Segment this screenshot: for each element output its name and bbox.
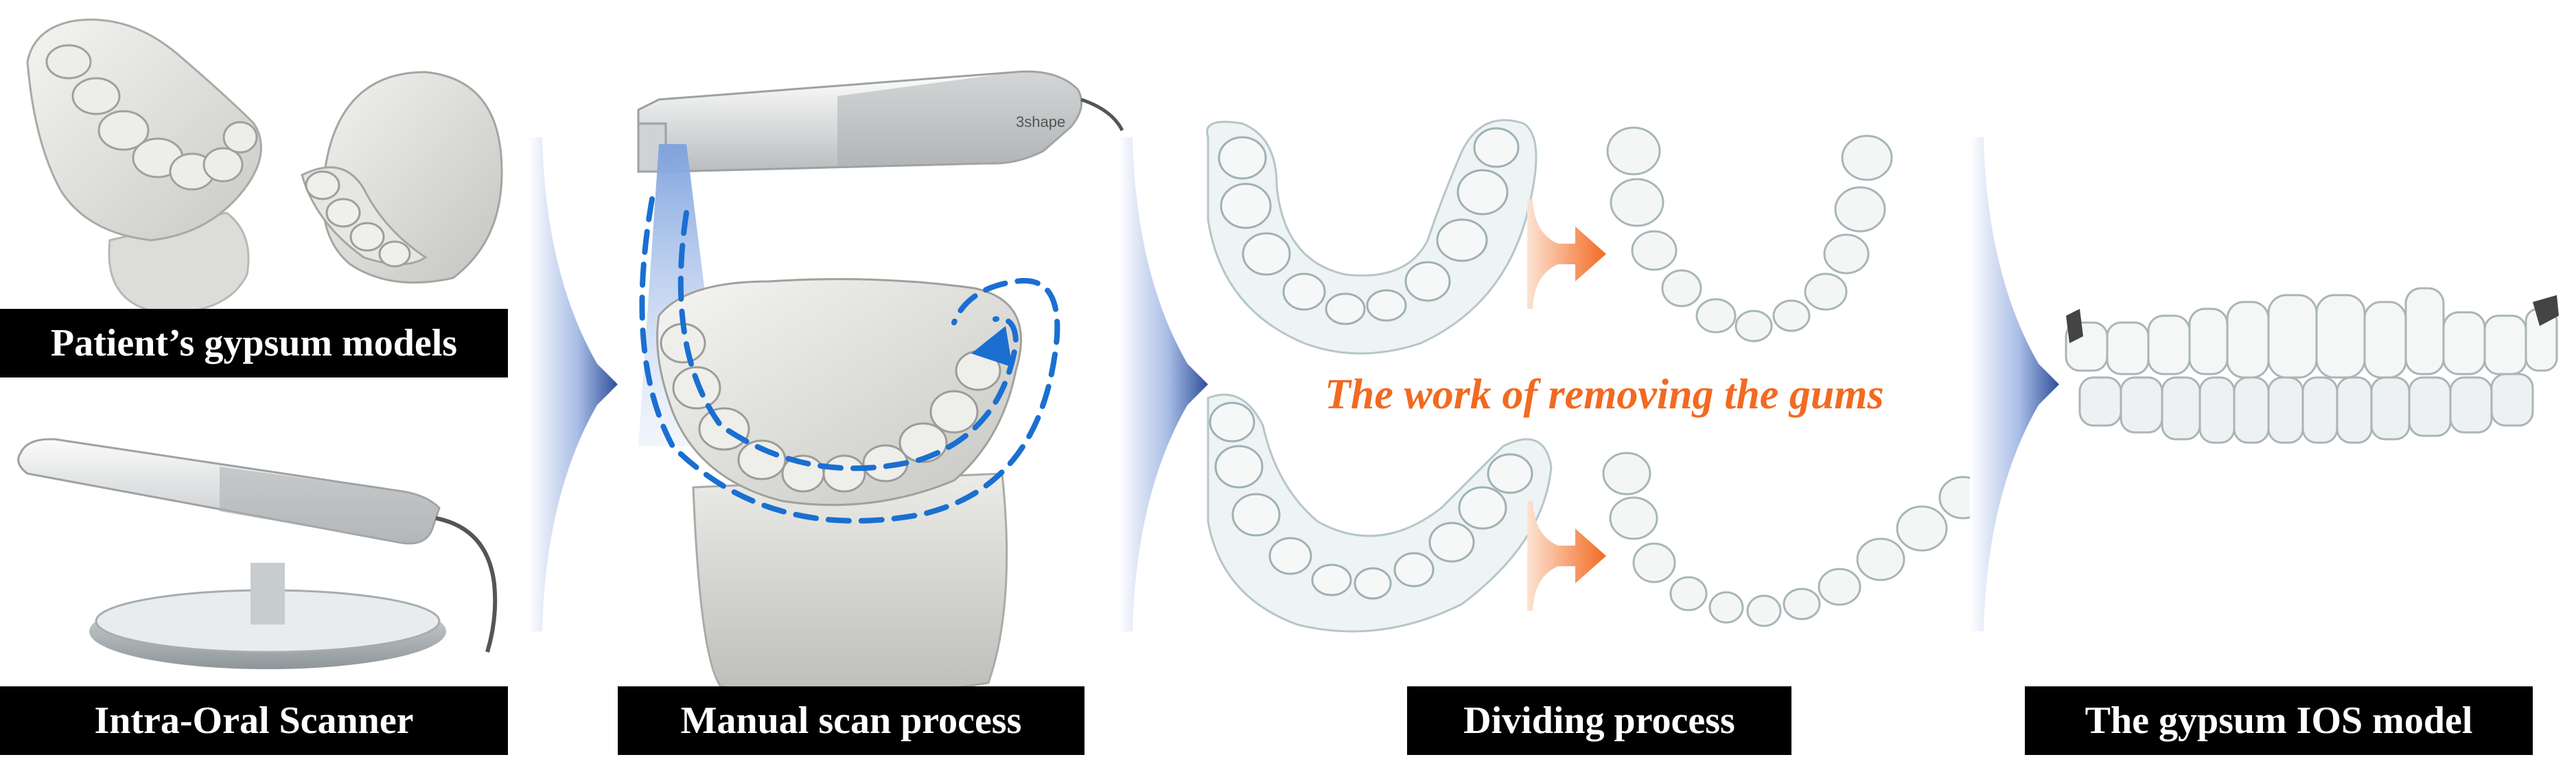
- flow-arrow-icon: [529, 137, 618, 631]
- lower-arch-with-gums-image: [1207, 393, 1553, 633]
- flow-arrow-icon: [1119, 137, 1208, 631]
- gypsum-models-label: Patient’s gypsum models: [0, 309, 508, 377]
- removing-gums-annotation: The work of removing the gums: [1325, 371, 1884, 418]
- lower-teeth-segmented-image: [1602, 452, 1988, 627]
- scan-path-icon: [639, 196, 1060, 524]
- scanner-brand-text: 3shape: [1016, 113, 1065, 130]
- lower-gypsum-model-image: [301, 71, 503, 284]
- intraoral-scanner-label: Intra-Oral Scanner: [0, 686, 508, 755]
- orange-arrow-icon: [1527, 501, 1606, 611]
- intraoral-scanner-on-stand-image: [17, 438, 498, 669]
- scan-direction-arrow-icon: [971, 326, 1012, 367]
- manual-scan-model-image: [656, 278, 1022, 697]
- scanner-wand-image: 3shape: [637, 70, 1124, 173]
- upper-teeth-segmented-image: [1606, 126, 1893, 342]
- gypsum-ios-model-label: The gypsum IOS model: [2025, 686, 2533, 755]
- manual-scan-label: Manual scan process: [618, 686, 1084, 755]
- upper-arch-with-gums-image: [1206, 119, 1538, 355]
- flow-arrow-icon: [1970, 137, 2059, 631]
- upper-gypsum-model-image: [26, 19, 262, 314]
- orange-arrow-icon: [1527, 199, 1606, 309]
- gypsum-ios-model-image: [2065, 287, 2559, 444]
- dividing-process-label: Dividing process: [1407, 686, 1791, 755]
